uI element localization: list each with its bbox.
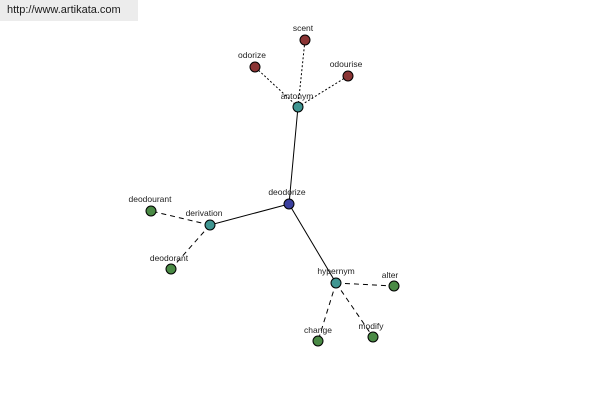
node-deodourant-label: deodourant (128, 194, 172, 204)
node-scent-dot[interactable] (299, 34, 311, 46)
edge-derivation-deodourant (150, 210, 211, 226)
node-scent-label: scent (293, 23, 314, 33)
node-change[interactable]: change (304, 325, 332, 347)
edge-deodorize-hypernym (288, 203, 337, 284)
node-antonym[interactable]: antonym (281, 91, 314, 113)
edge-deodorize-derivation (209, 203, 290, 226)
node-deodorize[interactable]: deodorize (268, 187, 306, 210)
edge-hypernym-change (317, 282, 337, 342)
node-hypernym-dot[interactable] (330, 277, 342, 289)
node-antonym-dot[interactable] (292, 101, 304, 113)
node-modify-dot[interactable] (367, 331, 379, 343)
node-antonym-label: antonym (281, 91, 314, 101)
node-odourise-label: odourise (330, 59, 363, 69)
node-scent[interactable]: scent (293, 23, 314, 46)
primary-edges (209, 106, 337, 284)
node-deodourant-dot[interactable] (145, 205, 157, 217)
node-deodorize-dot[interactable] (283, 198, 295, 210)
node-hypernym[interactable]: hypernym (317, 266, 355, 289)
node-alter-label: alter (382, 270, 399, 280)
node-odorize[interactable]: odorize (238, 50, 266, 73)
node-deodorant[interactable]: deodorant (150, 253, 189, 275)
edge-derivation-deodorant (170, 224, 211, 270)
node-odourise-dot[interactable] (342, 70, 354, 82)
node-deodorant-dot[interactable] (165, 263, 177, 275)
node-derivation[interactable]: derivation (186, 208, 223, 231)
node-modify[interactable]: modify (358, 321, 384, 343)
node-odorize-label: odorize (238, 50, 266, 60)
node-change-label: change (304, 325, 332, 335)
edge-antonym-odorize (254, 66, 299, 108)
edge-antonym-odourise (297, 75, 349, 108)
node-deodourant[interactable]: deodourant (128, 194, 172, 217)
node-deodorize-label: deodorize (268, 187, 306, 197)
node-odourise[interactable]: odourise (330, 59, 363, 82)
node-alter-dot[interactable] (388, 280, 400, 292)
node-derivation-label: derivation (186, 208, 223, 218)
node-odorize-dot[interactable] (249, 61, 261, 73)
node-change-dot[interactable] (312, 335, 324, 347)
node-derivation-dot[interactable] (204, 219, 216, 231)
edge-deodorize-antonym (288, 106, 299, 205)
node-modify-label: modify (358, 321, 384, 331)
node-alter[interactable]: alter (382, 270, 400, 292)
node-hypernym-label: hypernym (317, 266, 354, 276)
source-url[interactable]: http://www.artikata.com (0, 0, 138, 21)
edge-antonym-scent (297, 39, 306, 108)
edge-hypernym-alter (335, 282, 395, 287)
antonym-edges (254, 39, 349, 108)
node-deodorant-label: deodorant (150, 253, 189, 263)
edge-hypernym-modify (335, 282, 374, 338)
secondary-edges (150, 210, 395, 342)
